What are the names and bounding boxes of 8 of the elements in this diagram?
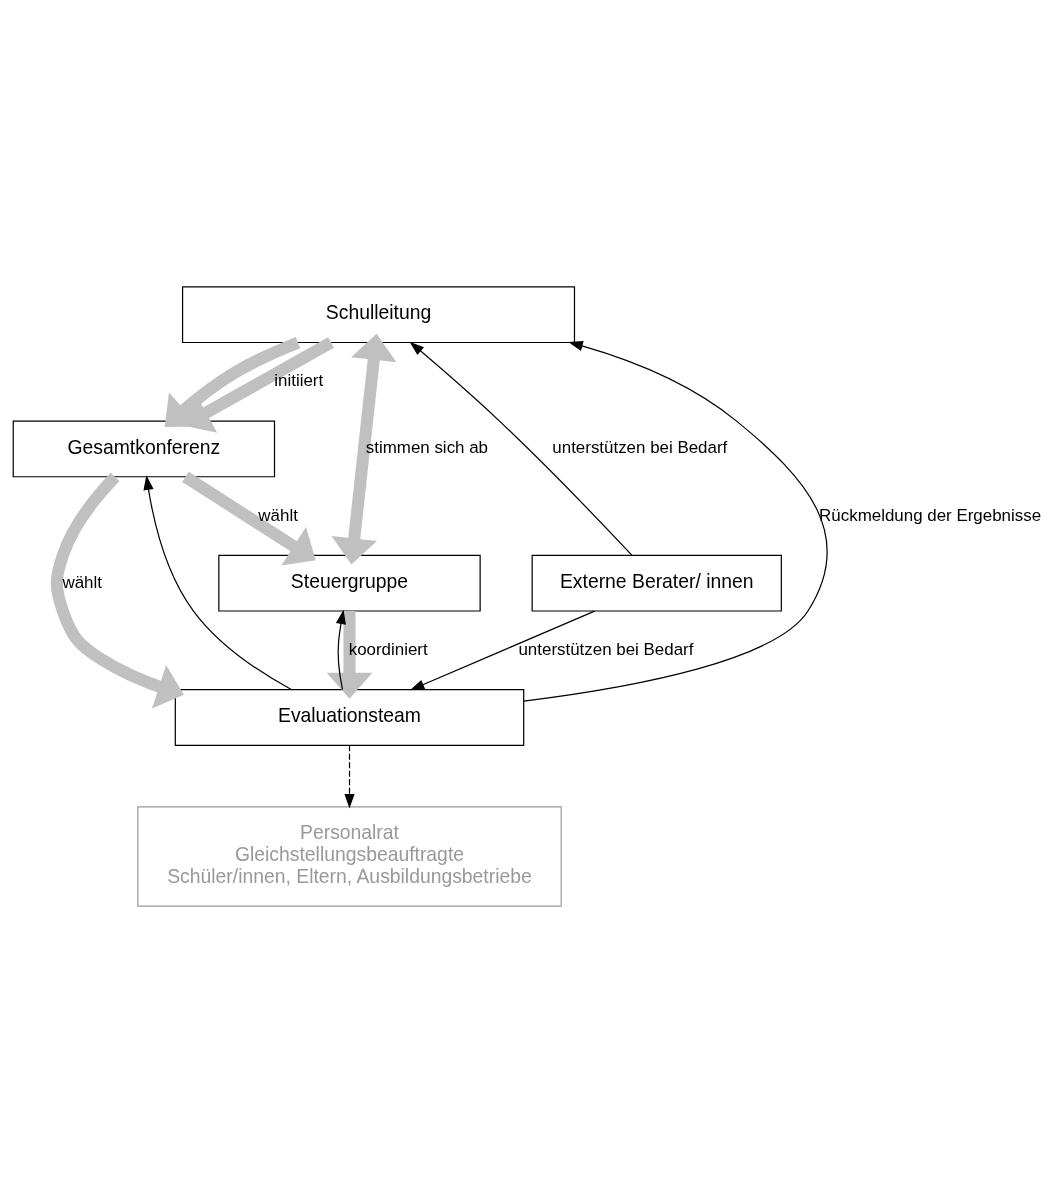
edge-label: koordiniert [348, 639, 428, 659]
edge-label: wählt [258, 505, 298, 525]
edge-label: initiiert [274, 371, 324, 391]
edge-label: unterstützen bei Bedarf [518, 639, 694, 659]
edge-label: stimmen sich ab [365, 438, 489, 458]
edge-label: unterstützen bei Bedarf [552, 438, 728, 458]
edge-label: wählt [62, 572, 102, 592]
edge-label: Rückmeldung der Ergebnisse [819, 505, 1042, 525]
